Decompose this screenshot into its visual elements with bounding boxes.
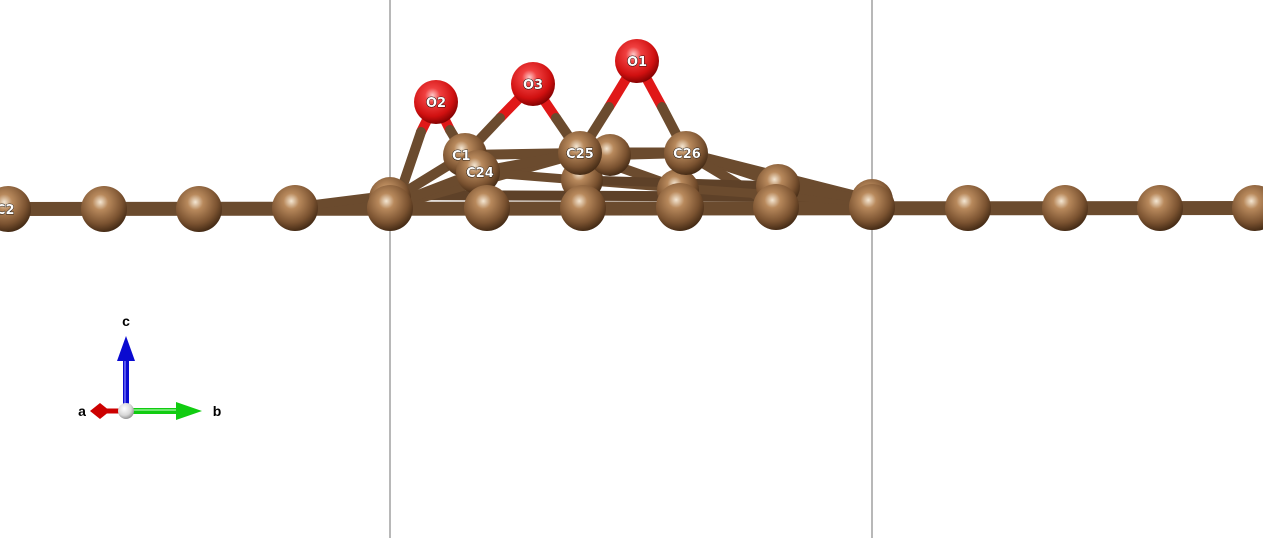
atom-label-c2: C2	[0, 203, 15, 218]
axis-b-arrowhead	[176, 402, 202, 420]
oxygen-atom[interactable]	[615, 39, 659, 83]
atom-label-o3: O3	[523, 78, 543, 93]
axis-origin	[118, 403, 134, 419]
axis-label-b: b	[213, 403, 222, 419]
carbon-atom[interactable]	[367, 185, 413, 231]
carbon-atom[interactable]	[1137, 185, 1183, 231]
atom-label-c26: C26	[673, 147, 701, 162]
carbon-atom[interactable]	[176, 186, 222, 232]
atoms	[0, 39, 1263, 232]
axis-indicator: c b a	[78, 313, 221, 420]
carbon-atom[interactable]	[664, 131, 708, 175]
oxygen-atom[interactable]	[511, 62, 555, 106]
carbon-atom[interactable]	[1232, 185, 1263, 231]
axis-a-arrowhead	[90, 403, 110, 419]
carbon-atom[interactable]	[560, 185, 606, 231]
axis-c-arrowhead	[117, 336, 135, 361]
oxygen-atom[interactable]	[414, 80, 458, 124]
carbon-atom[interactable]	[849, 184, 895, 230]
atom-label-c25: C25	[566, 147, 594, 162]
carbon-atom[interactable]	[558, 131, 602, 175]
carbon-atom[interactable]	[753, 184, 799, 230]
atom-label-c-partial: C1	[452, 149, 471, 164]
carbon-atom[interactable]	[945, 185, 991, 231]
bond	[399, 127, 426, 187]
atom-label-o1: O1	[627, 55, 647, 70]
atom-label-o2: O2	[426, 96, 446, 111]
carbon-atom[interactable]	[272, 185, 318, 231]
carbon-atom[interactable]	[464, 185, 510, 231]
carbon-atom[interactable]	[1042, 185, 1088, 231]
carbon-atom[interactable]	[456, 150, 500, 194]
axis-label-c: c	[122, 313, 130, 329]
carbon-atom[interactable]	[656, 183, 704, 231]
carbon-atom[interactable]	[81, 186, 127, 232]
axis-label-a: a	[78, 403, 86, 419]
atom-label-c24: C24	[466, 166, 494, 181]
atom-labels: O1 O2 O3 C1 C24 C25 C26 C2	[0, 55, 701, 219]
carbon-atom[interactable]	[0, 186, 31, 232]
